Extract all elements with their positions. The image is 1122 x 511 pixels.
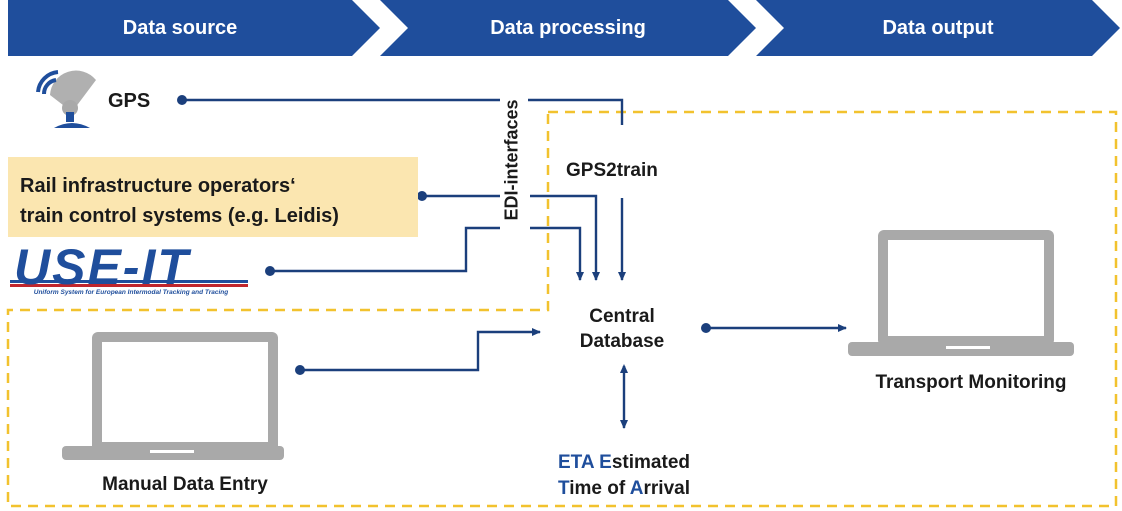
eta-label: ETA Estimated Time of Arrival xyxy=(558,450,690,502)
laptop-manual-icon xyxy=(62,332,284,460)
header-chevron-source xyxy=(8,0,380,56)
useit-logo-bars xyxy=(10,280,248,287)
manual-data-entry-label: Manual Data Entry xyxy=(102,474,268,495)
laptop-monitoring-icon xyxy=(848,230,1074,356)
transport-monitoring-label: Transport Monitoring xyxy=(875,372,1067,393)
rail-operators-line1: Rail infrastructure operators‘ xyxy=(20,175,296,197)
rail-operators-line2: train control systems (e.g. Leidis) xyxy=(20,205,339,227)
central-database-line1: Central xyxy=(589,306,655,327)
gps-to-gps2train-line xyxy=(528,98,624,125)
rail-operators-label: Rail infrastructure operators‘ train con… xyxy=(20,171,339,231)
satellite-dish-icon xyxy=(36,70,96,128)
header-data-processing: Data processing xyxy=(490,17,646,39)
gps2train-label: GPS2train xyxy=(566,160,658,181)
central-database-label: Central Database xyxy=(580,304,665,354)
useit-dot xyxy=(265,266,275,276)
useit-to-db-arrow xyxy=(530,226,584,281)
processing-boundary xyxy=(6,110,1118,508)
rail-to-db-arrow xyxy=(530,194,600,281)
connector-dots xyxy=(177,95,711,375)
db-dot xyxy=(701,323,711,333)
manual-dot xyxy=(295,365,305,375)
gps-dot xyxy=(177,95,187,105)
gps-label: GPS xyxy=(108,90,151,112)
header-data-output: Data output xyxy=(882,17,994,39)
connectors xyxy=(182,98,847,429)
edi-interfaces-label: EDI-interfaces xyxy=(501,99,522,221)
eta-line2: Time of Arrival xyxy=(557,478,691,499)
useit-line-left xyxy=(270,226,500,273)
central-database-line2: Database xyxy=(579,331,665,352)
header-data-source: Data source xyxy=(122,17,238,39)
rail-dot xyxy=(417,191,427,201)
useit-tagline: Uniform System for European Intermodal T… xyxy=(33,289,229,296)
useit-logo: USE-IT xyxy=(14,239,190,295)
header-chevron-processing xyxy=(380,0,756,56)
header-chevron-output xyxy=(756,0,1120,56)
eta-line1: ETA Estimated xyxy=(557,452,690,473)
rail-operators-box xyxy=(8,157,418,237)
manual-to-db-arrow xyxy=(300,328,541,372)
